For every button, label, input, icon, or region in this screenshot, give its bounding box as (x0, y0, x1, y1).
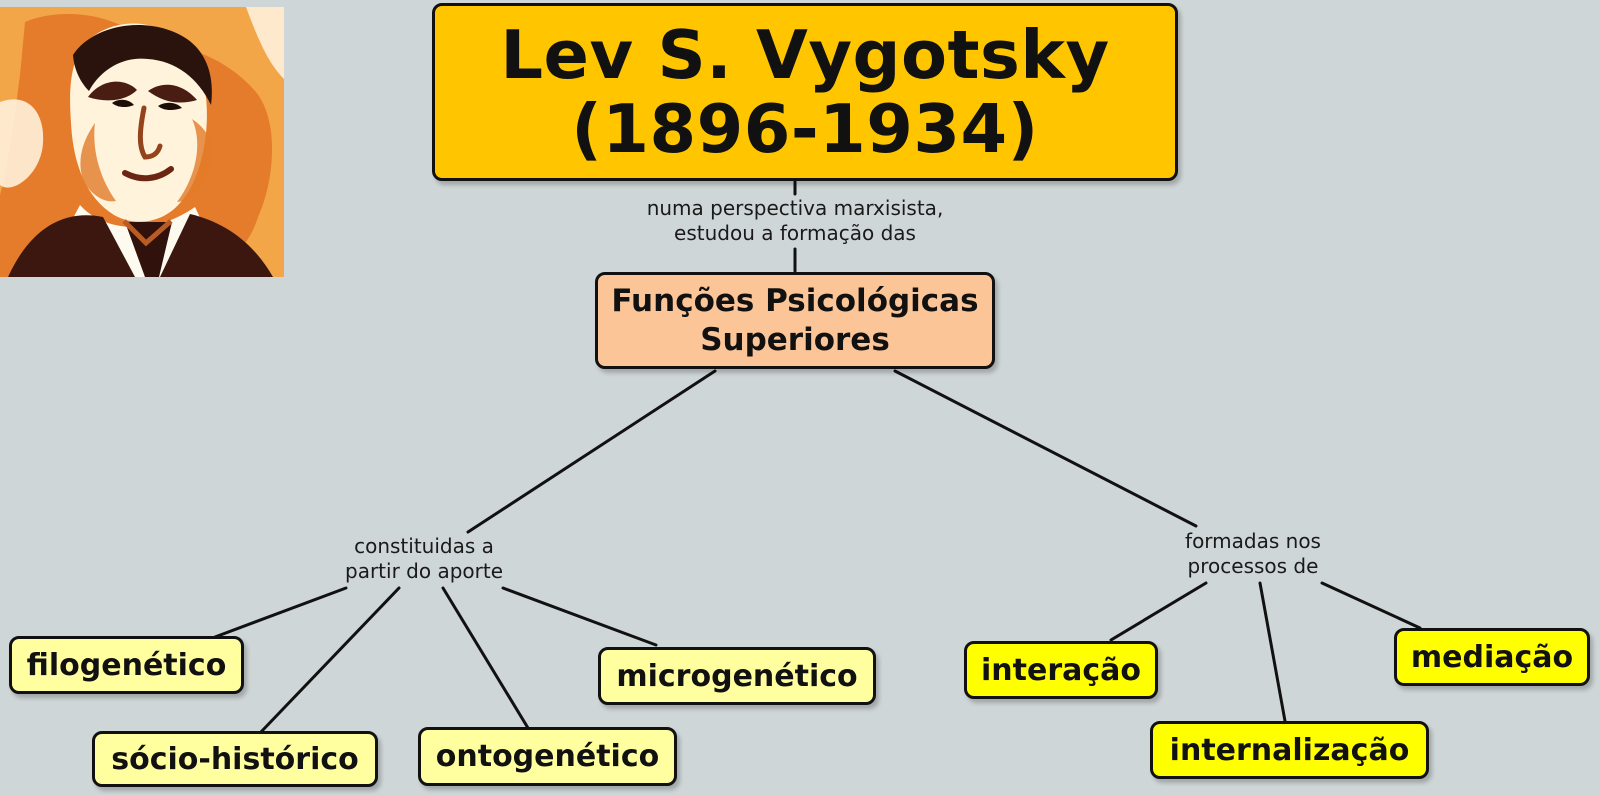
title-to-concept-link-label: numa perspectiva marxisista, estudou a f… (647, 196, 944, 246)
filogenetico-node[interactable]: filogenético (9, 636, 244, 694)
socio-historico-label: sócio-histórico (111, 741, 359, 777)
title-line-2: (1896-1934) (571, 90, 1039, 168)
link-label-line-1: numa perspectiva marxisista, (646, 196, 944, 220)
processes-label-line-1: formadas nos (1185, 529, 1321, 553)
interacao-label: interação (980, 652, 1141, 688)
connector-processes-to-internalizacao (1258, 581, 1287, 723)
connector-origins-to-filogenetico (213, 586, 348, 639)
connector-processes-to-mediacao (1320, 581, 1422, 630)
ontogenetico-node[interactable]: ontogenético (418, 727, 677, 786)
interacao-node[interactable]: interação (964, 641, 1158, 699)
connector-concept-to-processes-label (893, 369, 1198, 528)
internalizacao-node[interactable]: internalização (1150, 721, 1429, 779)
title-node[interactable]: Lev S. Vygotsky (1896-1934) (432, 3, 1178, 181)
concept-line-1: Funções Psicológicas (611, 282, 979, 319)
microgenetico-label: microgenético (616, 658, 858, 694)
origins-label-line-1: constituidas a (354, 534, 494, 558)
title-line-1: Lev S. Vygotsky (500, 16, 1110, 94)
mediacao-label: mediação (1410, 639, 1574, 675)
ontogenetico-label: ontogenético (435, 739, 660, 774)
connector-origins-to-socio-historico (258, 586, 401, 735)
connector-processes-to-interacao (1109, 581, 1208, 642)
socio-historico-node[interactable]: sócio-histórico (92, 731, 378, 787)
connector-concept-to-origins-label (466, 369, 717, 534)
microgenetico-node[interactable]: microgenético (598, 647, 876, 705)
connector-origins-to-ontogenetico (441, 586, 530, 730)
mediacao-node[interactable]: mediação (1394, 628, 1590, 686)
filogenetico-label: filogenético (26, 647, 227, 683)
origins-label-line-2: partir do aporte (345, 559, 503, 583)
processes-label-line-2: processos de (1187, 554, 1319, 578)
concept-to-processes-link-label: formadas nos processos de (1185, 529, 1321, 579)
higher-psychological-functions-node[interactable]: Funções Psicológicas Superiores (595, 272, 995, 369)
lev-vygotsky-portrait (0, 7, 284, 277)
portrait-image-icon (0, 7, 284, 277)
concept-text: Funções Psicológicas Superiores (611, 282, 978, 360)
concept-to-origins-link-label: constituidas a partir do aporte (345, 534, 503, 584)
link-label-line-2: estudou a formação das (674, 221, 916, 245)
concept-line-2: Superiores (700, 321, 890, 358)
connector-origins-to-microgenetico (501, 586, 658, 647)
internalizacao-label: internalização (1169, 732, 1410, 768)
title-text: Lev S. Vygotsky (1896-1934) (500, 18, 1109, 166)
